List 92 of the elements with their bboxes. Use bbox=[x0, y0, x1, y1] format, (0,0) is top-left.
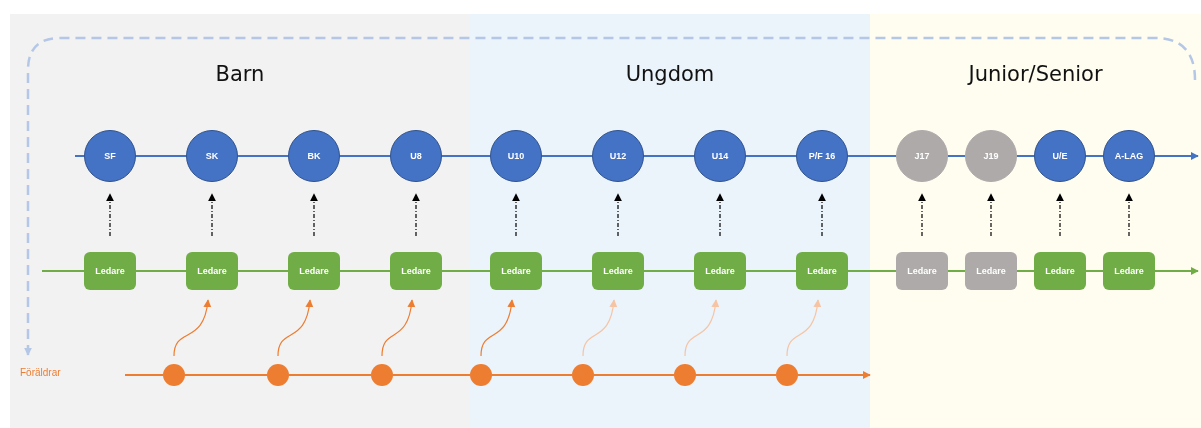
connector-line bbox=[593, 374, 675, 376]
connector-line bbox=[392, 374, 471, 376]
connector-line bbox=[1085, 155, 1104, 157]
dotted-arrow bbox=[310, 193, 318, 237]
connector-line bbox=[74, 155, 85, 157]
age-group-circle: U12 bbox=[592, 130, 644, 182]
dotted-arrow bbox=[918, 193, 926, 237]
connector-line bbox=[643, 270, 695, 272]
connector-line bbox=[847, 270, 897, 272]
curved-arrow bbox=[786, 299, 821, 357]
connector-line bbox=[947, 155, 966, 157]
connector-line bbox=[288, 374, 372, 376]
parent-dot bbox=[674, 364, 696, 386]
leader-box: Ledare bbox=[694, 252, 746, 290]
curved-arrow bbox=[381, 299, 415, 357]
age-group-circle: A-LAG bbox=[1103, 130, 1155, 182]
age-group-circle: U10 bbox=[490, 130, 542, 182]
connector-line bbox=[124, 374, 164, 376]
curved-arrow bbox=[173, 299, 211, 357]
dotted-arrow bbox=[818, 193, 826, 237]
dotted-arrow bbox=[1056, 193, 1064, 237]
connector-line bbox=[643, 155, 695, 157]
age-group-circle: SK bbox=[186, 130, 238, 182]
parent-dot bbox=[267, 364, 289, 386]
dotted-arrow bbox=[412, 193, 420, 237]
curved-arrow bbox=[277, 299, 313, 357]
connector-line bbox=[339, 155, 391, 157]
leader-box: Ledare bbox=[896, 252, 948, 290]
curved-arrow bbox=[582, 299, 617, 357]
row-label: Föräldrar bbox=[20, 367, 61, 378]
age-group-circle: J17 bbox=[896, 130, 948, 182]
connector-line bbox=[135, 155, 187, 157]
connector-line bbox=[441, 270, 491, 272]
age-group-circle: P/F 16 bbox=[796, 130, 848, 182]
leader-box: Ledare bbox=[796, 252, 848, 290]
leader-box: Ledare bbox=[390, 252, 442, 290]
loop-arrow bbox=[24, 36, 1197, 356]
parent-dot bbox=[371, 364, 393, 386]
parent-dot bbox=[470, 364, 492, 386]
connector-line bbox=[947, 270, 966, 272]
connector-line bbox=[1085, 270, 1104, 272]
connector-line bbox=[237, 270, 289, 272]
connector-line bbox=[491, 374, 573, 376]
parent-dot bbox=[776, 364, 798, 386]
band-title: Junior/Senior bbox=[966, 62, 1104, 86]
connector-line bbox=[41, 270, 85, 272]
leader-box: Ledare bbox=[490, 252, 542, 290]
leader-box: Ledare bbox=[1103, 252, 1155, 290]
leader-box: Ledare bbox=[288, 252, 340, 290]
curved-arrow bbox=[684, 299, 719, 357]
connector-line bbox=[237, 155, 289, 157]
age-group-circle: U/E bbox=[1034, 130, 1086, 182]
age-band bbox=[10, 14, 470, 428]
dotted-arrow bbox=[512, 193, 520, 237]
leader-box: Ledare bbox=[84, 252, 136, 290]
age-band bbox=[870, 14, 1201, 428]
connector-line bbox=[184, 374, 268, 376]
connector-line bbox=[541, 270, 593, 272]
connector-line bbox=[1016, 270, 1035, 272]
connector-line bbox=[541, 155, 593, 157]
age-group-circle: J19 bbox=[965, 130, 1017, 182]
leader-box: Ledare bbox=[186, 252, 238, 290]
dotted-arrow bbox=[716, 193, 724, 237]
dotted-arrow bbox=[614, 193, 622, 237]
leader-box: Ledare bbox=[965, 252, 1017, 290]
band-title: Ungdom bbox=[624, 62, 716, 86]
connector-line bbox=[695, 374, 777, 376]
connector-line bbox=[135, 270, 187, 272]
leader-box: Ledare bbox=[592, 252, 644, 290]
connector-line bbox=[441, 155, 491, 157]
connector-line bbox=[847, 155, 897, 157]
parent-dot bbox=[572, 364, 594, 386]
age-group-circle: BK bbox=[288, 130, 340, 182]
connector-line bbox=[1016, 155, 1035, 157]
band-title: Barn bbox=[214, 62, 266, 86]
dotted-arrow bbox=[208, 193, 216, 237]
parent-dot bbox=[163, 364, 185, 386]
connector-line bbox=[797, 371, 871, 379]
dotted-arrow bbox=[106, 193, 114, 237]
connector-line bbox=[745, 155, 797, 157]
leader-box: Ledare bbox=[1034, 252, 1086, 290]
connector-line bbox=[1154, 152, 1199, 160]
age-band bbox=[470, 14, 870, 428]
connector-line bbox=[339, 270, 391, 272]
dotted-arrow bbox=[987, 193, 995, 237]
age-group-circle: U8 bbox=[390, 130, 442, 182]
age-group-circle: U14 bbox=[694, 130, 746, 182]
age-group-circle: SF bbox=[84, 130, 136, 182]
dotted-arrow bbox=[1125, 193, 1133, 237]
connector-line bbox=[745, 270, 797, 272]
connector-line bbox=[1154, 267, 1199, 275]
curved-arrow bbox=[480, 299, 515, 357]
